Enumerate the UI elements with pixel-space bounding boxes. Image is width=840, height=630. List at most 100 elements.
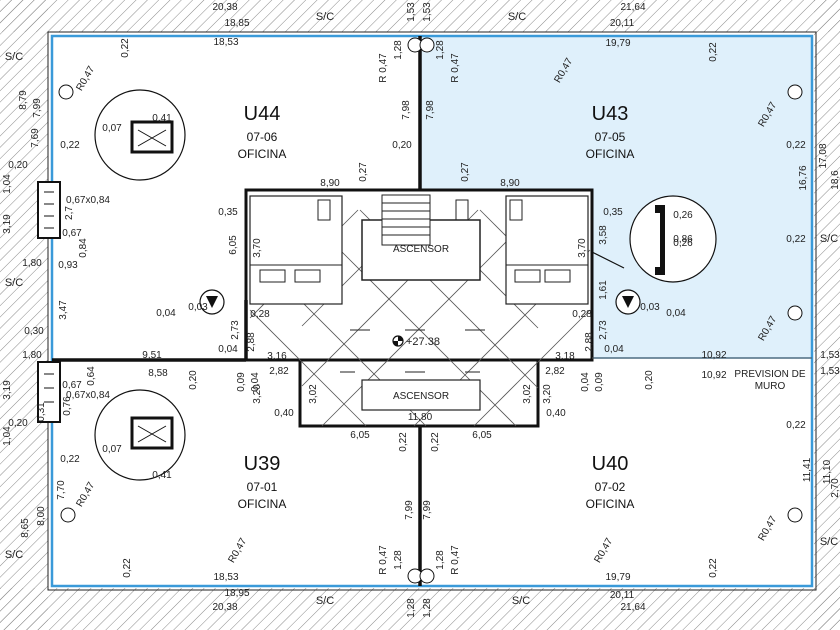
dimension-label: 0,09 [594, 372, 605, 392]
unit-label-u43: U43 07-05 OFICINA [586, 103, 635, 161]
dimension-label: 0,20 [8, 418, 28, 429]
dimension-label: 0,30 [24, 326, 44, 337]
dimension-label: 1,28 [435, 550, 446, 570]
dimension-label: 0,20 [8, 160, 28, 171]
dimension-label: 1,28 [393, 40, 404, 60]
boundary-label: S/C [508, 11, 526, 23]
dimension-label: 0,22 [60, 140, 80, 151]
dimension-label: 0,40 [546, 408, 566, 419]
dimension-label: 21,64 [620, 2, 645, 13]
unit-code: U39 [244, 453, 281, 475]
dimension-label: 2,88 [246, 332, 257, 352]
dimension-label: 0,22 [122, 558, 133, 578]
dimension-label: 0,31 [36, 402, 47, 422]
dimension-label: 0,93 [58, 260, 78, 271]
dimension-label: 8,00 [36, 506, 47, 526]
dimension-label: 6,05 [350, 430, 370, 441]
dimension-label: 18,95 [224, 588, 249, 599]
elevator-label: ASCENSOR [393, 391, 449, 402]
dimension-label: 0,67 [62, 380, 82, 391]
dimension-label: 3,02 [308, 384, 319, 404]
dimension-label: 2,82 [269, 366, 289, 377]
dimension-label: 0,67x0,84 [66, 390, 110, 401]
dimension-label: R 0,47 [450, 545, 461, 575]
dimension-label: 11,41 [802, 457, 813, 482]
boundary-label: S/C [5, 549, 23, 561]
boundary-label: S/C [5, 277, 23, 289]
dimension-label: 2,73 [230, 320, 241, 340]
dimension-label: 0,04 [580, 372, 591, 392]
dimension-label: 11,80 [408, 412, 433, 423]
dimension-label: 18,53 [213, 572, 238, 583]
dimension-label: 0,03 [640, 302, 660, 313]
detail-symbols [130, 120, 665, 450]
stair [381, 194, 431, 246]
dimension-label: 0,22 [60, 454, 80, 465]
dimension-label: 0,03 [188, 302, 208, 313]
dimension-label: 0,09 [236, 372, 247, 392]
dimension-label: 0,22 [786, 234, 806, 245]
dimension-label: R 0,47 [378, 53, 389, 83]
dimension-label: 0,04 [250, 372, 261, 392]
unit-number: 07-02 [595, 480, 626, 494]
dimension-label: 18,85 [224, 18, 249, 29]
dimension-label: 3,20 [252, 384, 263, 404]
dimension-label: 0,07 [102, 123, 122, 134]
dimension-label: 2,73 [598, 320, 609, 340]
unit-number: 07-06 [247, 130, 278, 144]
dimension-label: 1,04 [2, 426, 13, 446]
dimension-label: 0,04 [156, 308, 176, 319]
dimension-label: 0,27 [460, 162, 471, 182]
dimension-label: 0,84 [78, 238, 89, 258]
dimension-label: 1,04 [2, 174, 13, 194]
dimension-label: 0,26 [673, 210, 693, 221]
unit-label-u44: U44 07-06 OFICINA [238, 103, 287, 161]
dimension-label: 0,22 [786, 420, 806, 431]
dimension-label: 3,02 [522, 384, 533, 404]
dimension-label: 7,99 [32, 98, 43, 118]
prevision-note: MURO [755, 381, 786, 392]
dimension-label: 1,28 [406, 598, 417, 618]
dimension-label: 0,07 [102, 444, 122, 455]
dimension-label: 1,28 [435, 40, 446, 60]
boundary-label: S/C [5, 51, 23, 63]
dimension-label: 3,47 [58, 300, 69, 320]
unit-label-u40: U40 07-02 OFICINA [586, 453, 635, 511]
unit-label-u39: U39 07-01 OFICINA [238, 453, 287, 511]
boundary-label: S/C [820, 536, 838, 548]
dimension-label: 7,69 [30, 128, 41, 148]
boundary-label: S/C [820, 233, 838, 245]
dimension-label: 0,22 [786, 140, 806, 151]
unit-code: U44 [244, 103, 281, 125]
dimension-label: 11,10 [822, 459, 833, 484]
dimension-label: 1,28 [393, 550, 404, 570]
dimension-label: 16,76 [798, 165, 809, 190]
dimension-label: 0,35 [218, 207, 238, 218]
dimension-label: 3,19 [2, 380, 13, 400]
elevator-label: ASCENSOR [393, 244, 449, 255]
dimension-label: 21,64 [620, 602, 645, 613]
dimension-label: 17,08 [818, 143, 829, 168]
dimension-label: 3,16 [267, 351, 287, 362]
dimension-label: 8,90 [500, 178, 520, 189]
unit-code: U43 [592, 103, 629, 125]
dimension-label: 7,98 [401, 100, 412, 120]
dimension-label: 0,41 [152, 113, 172, 124]
core [244, 188, 594, 428]
prevision-note: PREVISION DE [734, 369, 805, 380]
unit-use: OFICINA [238, 147, 287, 161]
dimension-label: 0,67 [62, 228, 82, 239]
dimension-label: 0,26 [673, 238, 693, 249]
dimension-label: 0,04 [666, 308, 686, 319]
unit-number: 07-05 [595, 130, 626, 144]
dimension-label: 10,92 [701, 370, 726, 381]
dimension-label: 0,22 [430, 432, 441, 452]
dimension-label: 7,99 [422, 500, 433, 520]
dimension-label: 1,61 [598, 280, 609, 300]
unit-use: OFICINA [586, 147, 635, 161]
dimension-label: 1,28 [422, 598, 433, 618]
dimension-label: 0,67x0,84 [66, 195, 110, 206]
unit-use: OFICINA [238, 497, 287, 511]
